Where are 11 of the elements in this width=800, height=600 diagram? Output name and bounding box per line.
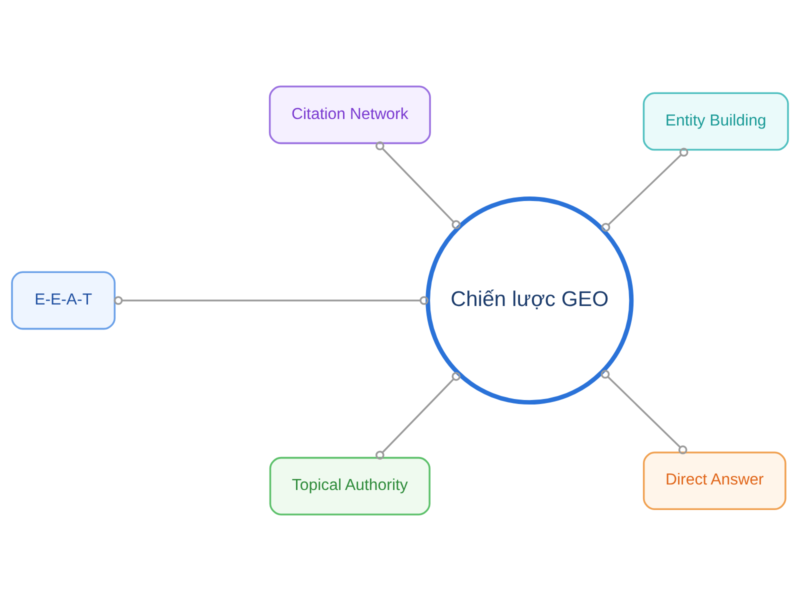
connector bbox=[114, 296, 428, 304]
connector bbox=[375, 140, 461, 229]
connector bbox=[375, 371, 461, 460]
node-circle: Chiến lược GEO bbox=[426, 196, 634, 404]
node-box: Topical Authority bbox=[269, 456, 430, 515]
connector bbox=[601, 147, 688, 232]
node-box: E-E-A-T bbox=[11, 270, 116, 330]
node-box: Citation Network bbox=[268, 85, 431, 144]
node-box: Entity Building bbox=[642, 92, 789, 150]
node-box: Direct Answer bbox=[642, 451, 786, 510]
connector bbox=[600, 369, 688, 454]
